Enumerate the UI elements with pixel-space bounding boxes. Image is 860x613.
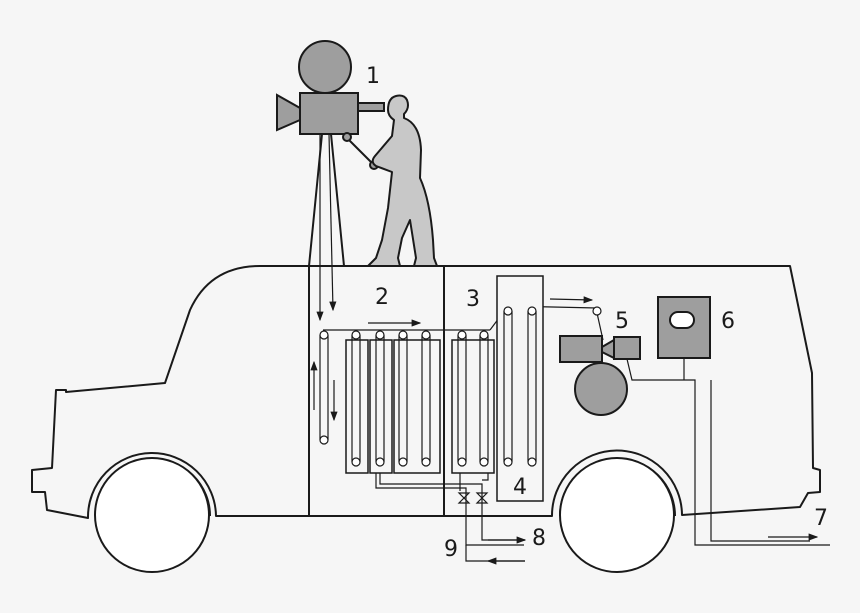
- front-wheel: [94, 457, 210, 573]
- camera-pole: [308, 133, 345, 267]
- van-body: [31, 265, 821, 519]
- projector-icon: [559, 335, 641, 416]
- rear-wheel: [559, 457, 675, 573]
- label-projector: 5: [615, 309, 629, 334]
- label-developing-section: 2: [375, 285, 389, 310]
- developing-tanks: [345, 330, 495, 474]
- chemical-piping: [375, 473, 527, 565]
- exhaust-line: [626, 358, 830, 546]
- label-chemical-outlet: 8: [532, 526, 546, 551]
- operator-icon: [367, 94, 438, 267]
- film-loop-rack: [319, 330, 329, 445]
- label-screen-unit: 6: [721, 309, 735, 334]
- label-chemical-inlet: 9: [444, 537, 458, 562]
- drying-cabinet: [496, 275, 602, 502]
- camera-icon: [276, 40, 385, 170]
- label-camera: 1: [366, 64, 380, 89]
- label-exhaust-outlet: 7: [814, 506, 828, 531]
- label-drying-drum: 4: [513, 475, 527, 500]
- label-film-path-section: 3: [466, 287, 480, 312]
- screen-unit-icon: [657, 296, 711, 359]
